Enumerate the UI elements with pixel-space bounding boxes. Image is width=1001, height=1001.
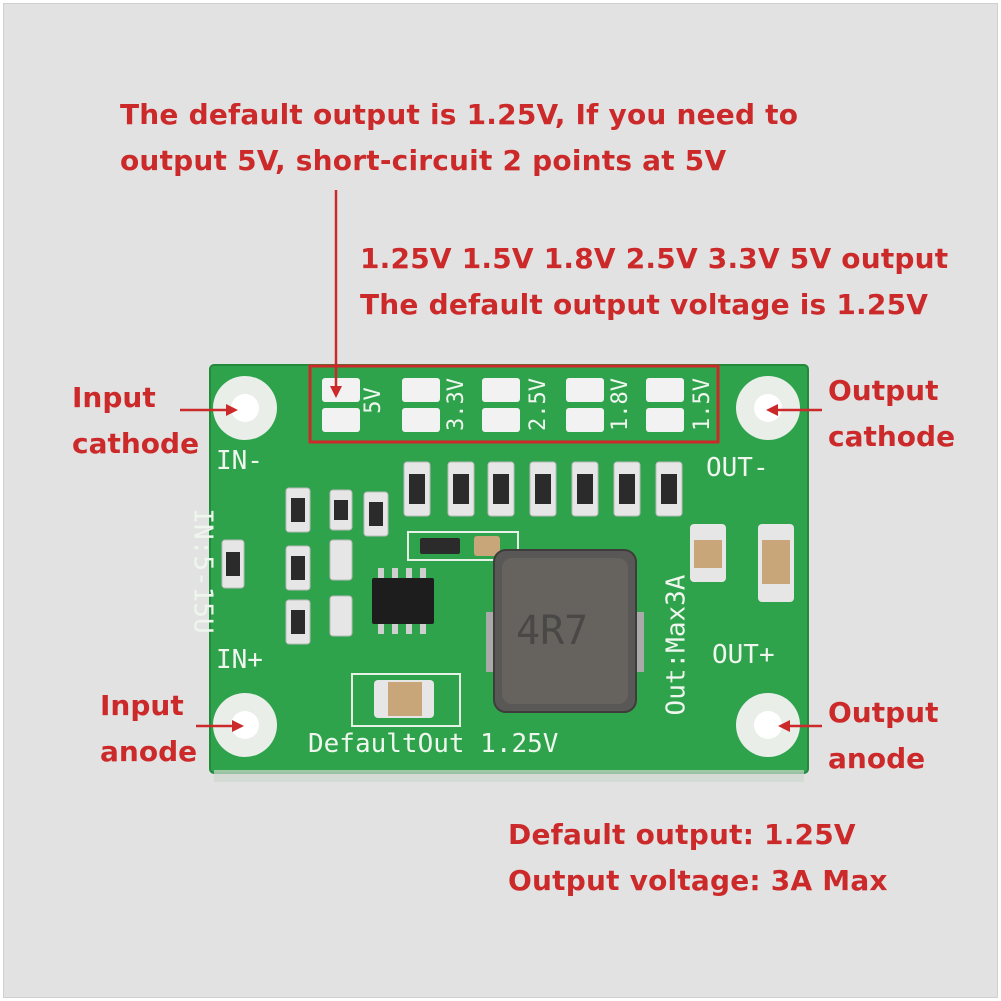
label-input-cathode-line1: Input bbox=[72, 381, 156, 414]
controller-ic bbox=[372, 568, 434, 634]
jumper-label-3v3: 3.3V bbox=[443, 378, 469, 431]
silk-out-minus: OUT- bbox=[706, 453, 769, 483]
bottom-note: Default output: 1.25V Output voltage: 3A… bbox=[508, 812, 888, 904]
inductor bbox=[486, 549, 644, 713]
label-input-anode: Input anode bbox=[100, 683, 197, 775]
silk-in-plus: IN+ bbox=[216, 645, 263, 675]
ceramic-capacitors bbox=[351, 524, 794, 727]
jumper-highlight-box bbox=[308, 364, 720, 444]
silk-input-range: IN:5-15U bbox=[187, 508, 218, 634]
label-output-cathode-line2: cathode bbox=[828, 420, 956, 453]
options-note-line2: The default output voltage is 1.25V bbox=[360, 288, 929, 321]
top-note: The default output is 1.25V, If you need… bbox=[120, 92, 798, 184]
label-input-anode-line2: anode bbox=[100, 735, 198, 768]
arrows bbox=[180, 190, 822, 732]
options-note-line1: 1.25V 1.5V 1.8V 2.5V 3.3V 5V output bbox=[360, 242, 949, 275]
top-note-line2: output 5V, short-circuit 2 points at 5V bbox=[120, 144, 727, 177]
label-output-anode-line1: Output bbox=[828, 696, 939, 729]
jumper-label-1v8: 1.8V bbox=[607, 378, 633, 431]
top-note-line1: The default output is 1.25V, If you need… bbox=[120, 98, 799, 131]
label-output-cathode: Output cathode bbox=[828, 368, 955, 460]
mounting-hole-output-anode bbox=[736, 693, 800, 757]
bottom-note-line2: Output voltage: 3A Max bbox=[508, 864, 888, 897]
label-input-anode-line1: Input bbox=[100, 689, 184, 722]
mounting-hole-input-anode bbox=[213, 693, 277, 757]
silk-default-out: DefaultOut 1.25V bbox=[308, 729, 559, 759]
jumper-pads bbox=[322, 378, 684, 432]
inductor-marking: 4R7 bbox=[516, 608, 589, 654]
silk-in-minus: IN- bbox=[216, 446, 263, 476]
label-output-anode-line2: anode bbox=[828, 742, 926, 775]
jumper-label-5v: 5V bbox=[360, 387, 386, 414]
label-output-cathode-line1: Output bbox=[828, 374, 939, 407]
mounting-hole-input-cathode bbox=[213, 376, 277, 440]
bottom-note-line1: Default output: 1.25V bbox=[508, 818, 856, 851]
silk-out-plus: OUT+ bbox=[712, 640, 775, 670]
label-output-anode: Output anode bbox=[828, 690, 938, 782]
label-input-cathode: Input cathode bbox=[72, 375, 199, 467]
jumper-label-1v5: 1.5V bbox=[689, 378, 715, 431]
label-input-cathode-line2: cathode bbox=[72, 427, 200, 460]
jumper-label-2v5: 2.5V bbox=[525, 378, 551, 431]
mounting-hole-output-cathode bbox=[736, 376, 800, 440]
silk-output-max: Out:Max3A bbox=[661, 574, 692, 716]
options-note: 1.25V 1.5V 1.8V 2.5V 3.3V 5V output The … bbox=[360, 236, 948, 328]
